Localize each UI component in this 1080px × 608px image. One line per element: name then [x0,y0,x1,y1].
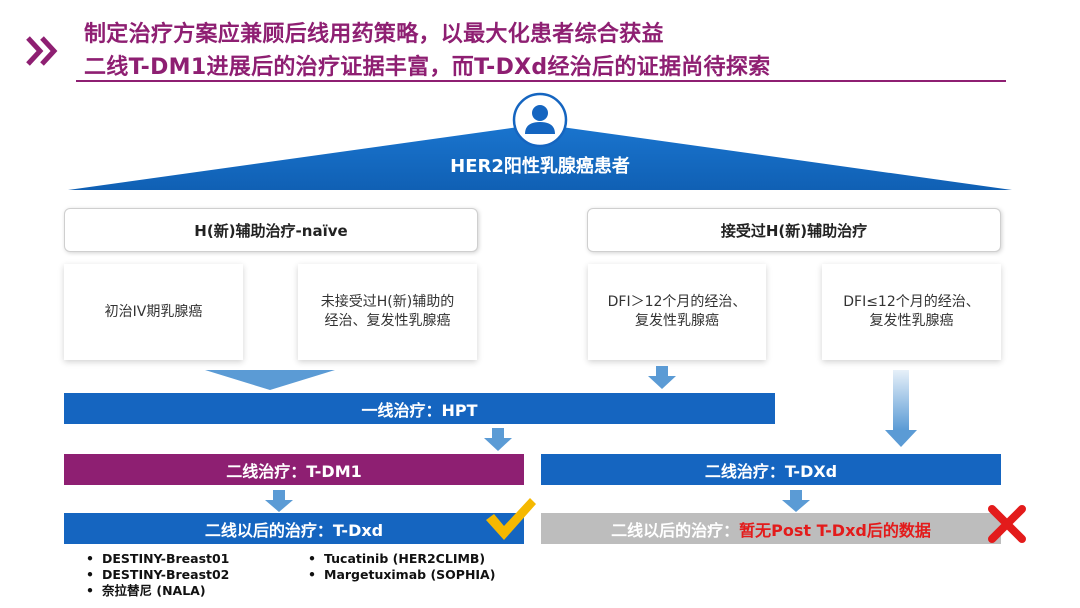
arrow-left-to-first-line [205,370,335,390]
sub-box-dfi-under-12: DFI≤12个月的经治、 复发性乳腺癌 [822,264,1001,360]
first-line-label: 一线治疗：HPT [361,400,478,420]
later-line-no-data-highlight: 暂无Post T-Dxd后的数据 [739,520,931,540]
later-line-t-dxd-bar: 二线以后的治疗：T-Dxd [64,513,524,544]
title-line-1: 制定治疗方案应兼顾后线用药策略，以最大化患者综合获益 [84,22,664,47]
evidence-item: DESTINY-Breast01 [86,551,229,567]
title-line-2: 二线T-DM1进展后的治疗证据丰富，而T-DXd经治后的证据尚待探索 [84,55,771,80]
check-mark-icon [486,498,536,540]
arrow-first-line-to-t-dm1 [484,428,512,451]
group-header-naive: H(新)辅助治疗-naïve [64,208,478,252]
evidence-item: 奈拉替尼 (NALA) [86,583,229,599]
sub-box-dfi-over-line1: DFI＞12个月的经治、 [607,294,747,311]
second-line-t-dxd-bar: 二线治疗：T-DXd [541,454,1001,485]
sub-box-dfi-over-line2: 复发性乳腺癌 [635,313,719,329]
evidence-item: DESTINY-Breast02 [86,567,229,583]
group-header-neoadjuvant: 接受过H(新)辅助治疗 [587,208,1001,252]
sub-box-untreated-recurrent: 未接受过H(新)辅助的 经治、复发性乳腺癌 [298,264,477,360]
sub-box-de-novo-label: 初治IV期乳腺癌 [104,303,203,320]
second-line-t-dm1-label: 二线治疗：T-DM1 [226,461,362,481]
sub-box-untreated-line1: 未接受过H(新)辅助的 [320,294,455,311]
patient-triangle [68,124,1012,190]
second-line-t-dxd-label: 二线治疗：T-DXd [704,461,838,481]
person-icon [512,92,568,148]
cross-mark-icon [988,505,1026,543]
patient-label: HER2阳性乳腺癌患者 [450,156,630,177]
sub-box-de-novo: 初治IV期乳腺癌 [64,264,243,360]
double-chevron-icon [26,36,58,66]
title-divider [76,80,1006,82]
later-line-no-data-prefix: 二线以后的治疗： [611,520,740,540]
evidence-list-1: DESTINY-Breast01 DESTINY-Breast02 奈拉替尼 (… [86,551,229,599]
sub-box-dfi-over-12: DFI＞12个月的经治、 复发性乳腺癌 [588,264,766,360]
second-line-t-dm1-bar: 二线治疗：T-DM1 [64,454,524,485]
sub-box-dfi-under-line1: DFI≤12个月的经治、 [843,294,980,311]
first-line-bar: 一线治疗：HPT [64,393,775,424]
later-line-t-dxd-label: 二线以后的治疗：T-Dxd [204,520,384,540]
arrow-t-dm1-to-later [265,490,293,512]
evidence-item: Margetuximab (SOPHIA) [308,567,495,583]
sub-box-untreated-line2: 经治、复发性乳腺癌 [324,313,451,329]
evidence-item: Tucatinib (HER2CLIMB) [308,551,495,567]
sub-box-dfi-under-line2: 复发性乳腺癌 [869,313,954,329]
arrow-dfi-over-to-first-line [648,366,676,389]
evidence-list-2: Tucatinib (HER2CLIMB) Margetuximab (SOPH… [308,551,495,583]
later-line-no-data-bar: 二线以后的治疗：暂无Post T-Dxd后的数据 [541,513,1001,544]
arrow-t-dxd-to-later [782,490,810,512]
arrow-dfi-under-to-t-dxd [885,370,917,447]
